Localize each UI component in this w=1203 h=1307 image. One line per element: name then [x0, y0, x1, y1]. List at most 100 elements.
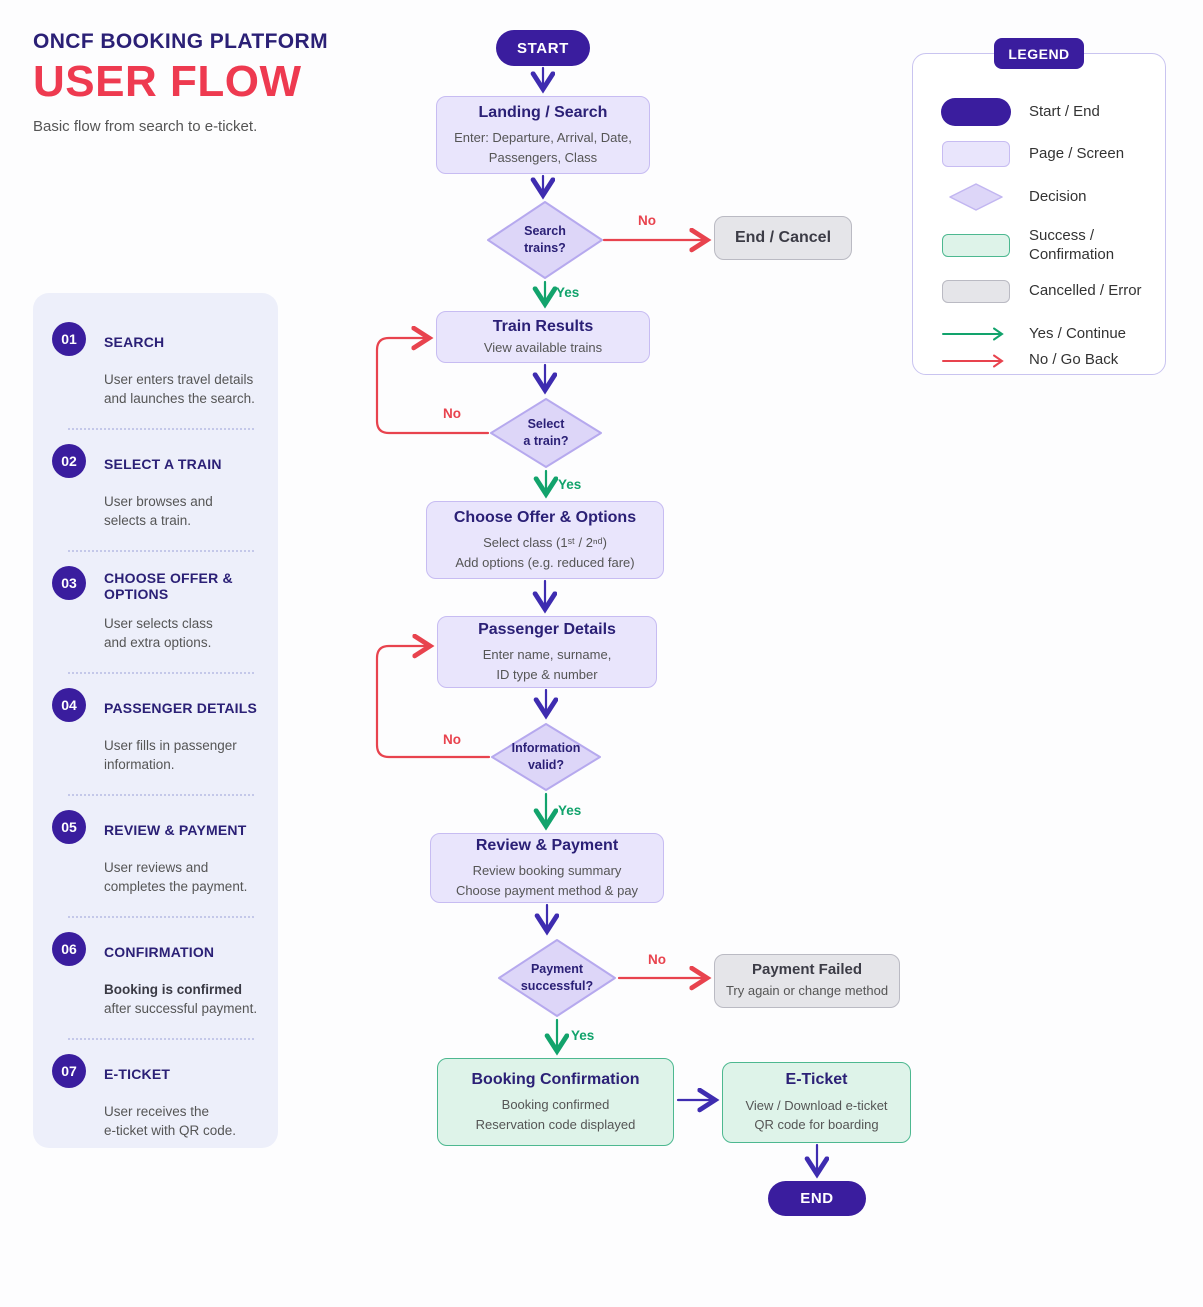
step-number-badge: 07 [52, 1054, 86, 1088]
edge-label-yes: Yes [571, 1028, 595, 1043]
step-number-badge: 04 [52, 688, 86, 722]
node-payment-failed: Payment Failed Try again or change metho… [714, 954, 900, 1008]
node-description: View / Download e-ticket QR code for boa… [745, 1097, 888, 1133]
node-title: Landing / Search [478, 103, 608, 121]
diamond-shape [487, 201, 603, 279]
no-arrow-swatch [942, 354, 1004, 368]
success-confirmation-swatch [942, 234, 1010, 258]
node-description: Try again or change method [725, 983, 889, 999]
step-review-payment: 05 REVIEW & PAYMENT User reviews and com… [33, 810, 264, 902]
step-choose-offer: 03 CHOOSE OFFER & OPTIONS User selects c… [33, 566, 264, 658]
node-title: End / Cancel [734, 229, 832, 247]
yes-arrow-swatch [942, 327, 1004, 341]
page-screen-swatch [942, 141, 1010, 167]
dotted-divider [68, 916, 254, 918]
legend-item-cancelled: Cancelled / Error [941, 279, 1147, 303]
legend-item-decision: Decision [941, 182, 1147, 212]
node-description: Booking confirmed Reservation code displ… [475, 1097, 636, 1132]
start-end-pill-swatch [941, 98, 1011, 126]
start-node: START [496, 30, 590, 66]
step-description: User fills in passenger information. [104, 737, 237, 772]
step-title: SEARCH [104, 333, 165, 350]
page-title: USER FLOW [33, 57, 302, 106]
dotted-divider [68, 550, 254, 552]
step-number-badge: 01 [52, 322, 86, 356]
decision-information-valid: Information valid? [490, 722, 602, 792]
edge-label-no: No [443, 406, 461, 421]
diamond-shape [498, 939, 616, 1017]
step-eticket: 07 E-TICKET User receives the e-ticket w… [33, 1054, 264, 1146]
step-number-badge: 02 [52, 444, 86, 478]
node-description: Enter name, surname, ID type & number [482, 647, 612, 682]
legend-item-page-screen: Page / Screen [941, 141, 1147, 167]
node-description: View available trains [483, 339, 603, 355]
edge-label-no: No [443, 732, 461, 747]
node-description: Enter: Departure, Arrival, Date, Passeng… [454, 130, 632, 165]
node-description: Review booking summary Choose payment me… [455, 863, 639, 898]
decision-question: Select a train? [523, 417, 569, 448]
steps-panel: 01 SEARCH User enters travel details and… [33, 293, 278, 1148]
node-landing-search: Landing / Search Enter: Departure, Arriv… [436, 96, 650, 174]
dotted-divider [68, 428, 254, 430]
node-train-results: Train Results View available trains [436, 311, 650, 363]
edge-label-yes: Yes [558, 477, 582, 492]
edge-label-yes: Yes [558, 803, 582, 818]
node-review-payment: Review & Payment Review booking summary … [430, 833, 664, 903]
page-subtitle: Basic flow from search to e-ticket. [33, 118, 258, 135]
step-description: User reviews and completes the payment. [104, 859, 248, 894]
node-passenger-details: Passenger Details Enter name, surname, I… [437, 616, 657, 688]
step-title: SELECT A TRAIN [104, 455, 222, 472]
diamond-shape [491, 723, 601, 791]
decision-select-train: Select a train? [489, 397, 603, 469]
node-title: Booking Confirmation [471, 1070, 640, 1088]
decision-search-trains: Search trains? [486, 200, 604, 280]
decision-question: Payment successful? [520, 962, 594, 993]
step-number-badge: 03 [52, 566, 86, 600]
step-confirmation: 06 CONFIRMATION Booking is confirmed aft… [33, 932, 264, 1024]
legend-item-yes-continue: Yes / Continue [941, 325, 1147, 344]
node-title: E-Ticket [785, 1071, 848, 1089]
step-passenger-details: 04 PASSENGER DETAILS User fills in passe… [33, 688, 264, 780]
node-title: Choose Offer & Options [453, 508, 637, 526]
node-title: Passenger Details [478, 620, 616, 638]
legend-label: Page / Screen [1029, 144, 1125, 162]
step-search: 01 SEARCH User enters travel details and… [33, 322, 264, 414]
step-title: REVIEW & PAYMENT [104, 821, 247, 838]
step-number-badge: 06 [52, 932, 86, 966]
step-number-badge: 05 [52, 810, 86, 844]
node-description: Select class (1ˢᵗ / 2ⁿᵈ) Add options (e.… [455, 535, 635, 570]
dotted-divider [68, 794, 254, 796]
cancelled-error-swatch [942, 279, 1010, 303]
dotted-divider [68, 1038, 254, 1040]
node-choose-offer-options: Choose Offer & Options Select class (1ˢᵗ… [426, 501, 664, 579]
legend-label: No / Go Back [1029, 351, 1119, 369]
edge-label-yes: Yes [556, 285, 580, 300]
header: ONCF BOOKING PLATFORM USER FLOW Basic fl… [33, 30, 413, 135]
legend-item-start-end: Start / End [941, 98, 1147, 126]
node-title: Payment Failed [751, 961, 863, 979]
legend-item-no-go-back: No / Go Back [941, 351, 1147, 370]
step-title: CONFIRMATION [104, 943, 215, 960]
decision-question: Search trains? [524, 224, 566, 255]
node-booking-confirmation: Booking Confirmation Booking confirmed R… [437, 1058, 674, 1146]
end-node: END [768, 1181, 866, 1216]
step-title: E-TICKET [104, 1065, 171, 1082]
decision-diamond-swatch [949, 183, 1003, 211]
node-end-cancel: End / Cancel [714, 216, 852, 260]
legend-label: Cancelled / Error [1029, 281, 1142, 299]
step-title: CHOOSE OFFER & OPTIONS [104, 569, 233, 602]
decision-question: Information valid? [511, 741, 581, 772]
legend-label: Decision [1029, 187, 1087, 205]
decision-payment-successful: Payment successful? [497, 938, 617, 1018]
step-description: User enters travel details and launches … [104, 371, 255, 406]
edge-label-no: No [638, 213, 656, 228]
step-description: User browses and selects a train. [104, 493, 213, 528]
node-title: Train Results [492, 317, 594, 335]
step-select-train: 02 SELECT A TRAIN User browses and selec… [33, 444, 264, 536]
legend-label: Yes / Continue [1029, 324, 1127, 342]
legend-label: Start / End [1029, 102, 1100, 120]
step-description: Booking is confirmed after successful pa… [104, 981, 258, 1016]
diamond-shape [490, 398, 602, 468]
step-description: User selects class and extra options. [104, 615, 213, 650]
